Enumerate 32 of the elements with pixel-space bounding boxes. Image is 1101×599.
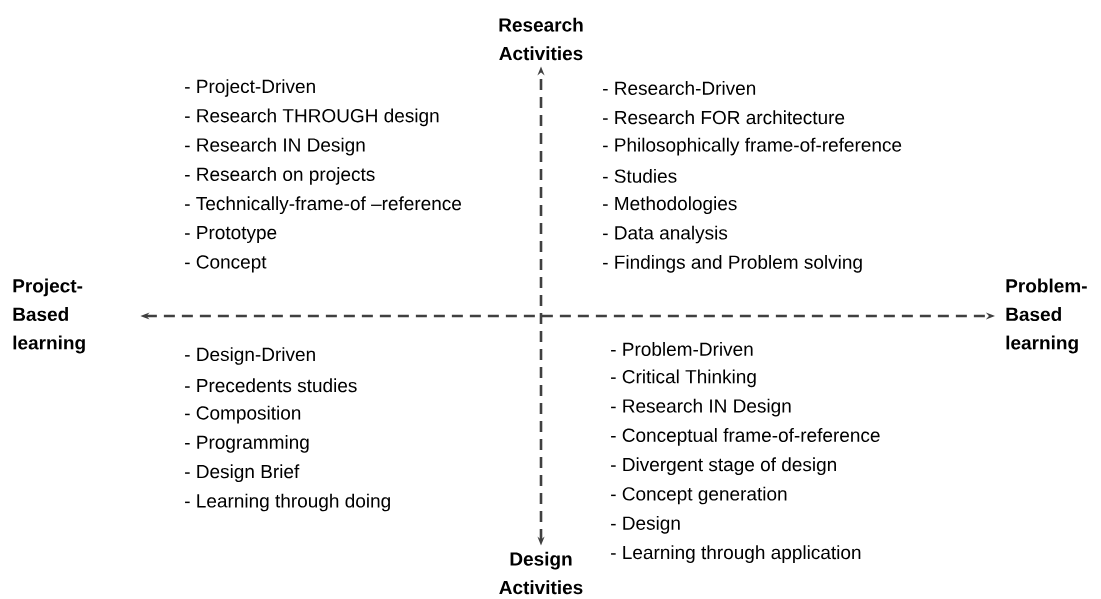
list-item: - Precedents studies (185, 378, 357, 393)
axis-label: Problem- Based learning (1006, 278, 1087, 354)
list-item: - Prototype (185, 226, 277, 243)
list-item: - Design (611, 515, 680, 534)
list-item: - Design Brief (185, 464, 300, 483)
list-item: - Learning through application (611, 545, 861, 563)
list-item: - Problem-Driven (611, 342, 753, 356)
list-item: - Data analysis (603, 225, 728, 244)
list-item: - Project-Driven (185, 79, 315, 97)
list-item: - Research FOR architecture (603, 110, 845, 125)
list-item: - Philosophically frame-of-reference (603, 137, 902, 156)
list-item: - Design-Driven (185, 347, 315, 365)
list-item: - Technically-frame-of –reference (185, 196, 462, 215)
list-item: - Research IN Design (611, 398, 791, 417)
list-item: - Conceptual frame-of-reference (611, 428, 880, 446)
list-item: - Findings and Problem solving (603, 254, 862, 273)
list-item: - Learning through doing (185, 493, 390, 512)
list-item: - Research IN Design (185, 137, 365, 156)
axis-label: Design Activities (499, 551, 583, 595)
list-item: - Research-Driven (603, 81, 756, 95)
list-item: - Divergent stage of design (611, 457, 836, 476)
list-item: - Methodologies (603, 196, 737, 215)
list-item: - Critical Thinking (611, 369, 756, 388)
list-item: - Studies (603, 168, 677, 183)
list-item: - Research THROUGH design (185, 108, 439, 127)
list-item: - Composition (185, 405, 301, 424)
list-item: - Research on projects (185, 167, 375, 185)
list-item: - Concept generation (611, 486, 787, 505)
list-item: - Concept (185, 255, 267, 273)
axis-label: Research Activities (499, 17, 583, 61)
list-item: - Programming (185, 435, 309, 453)
axis-label: Project- Based learning (13, 278, 85, 354)
